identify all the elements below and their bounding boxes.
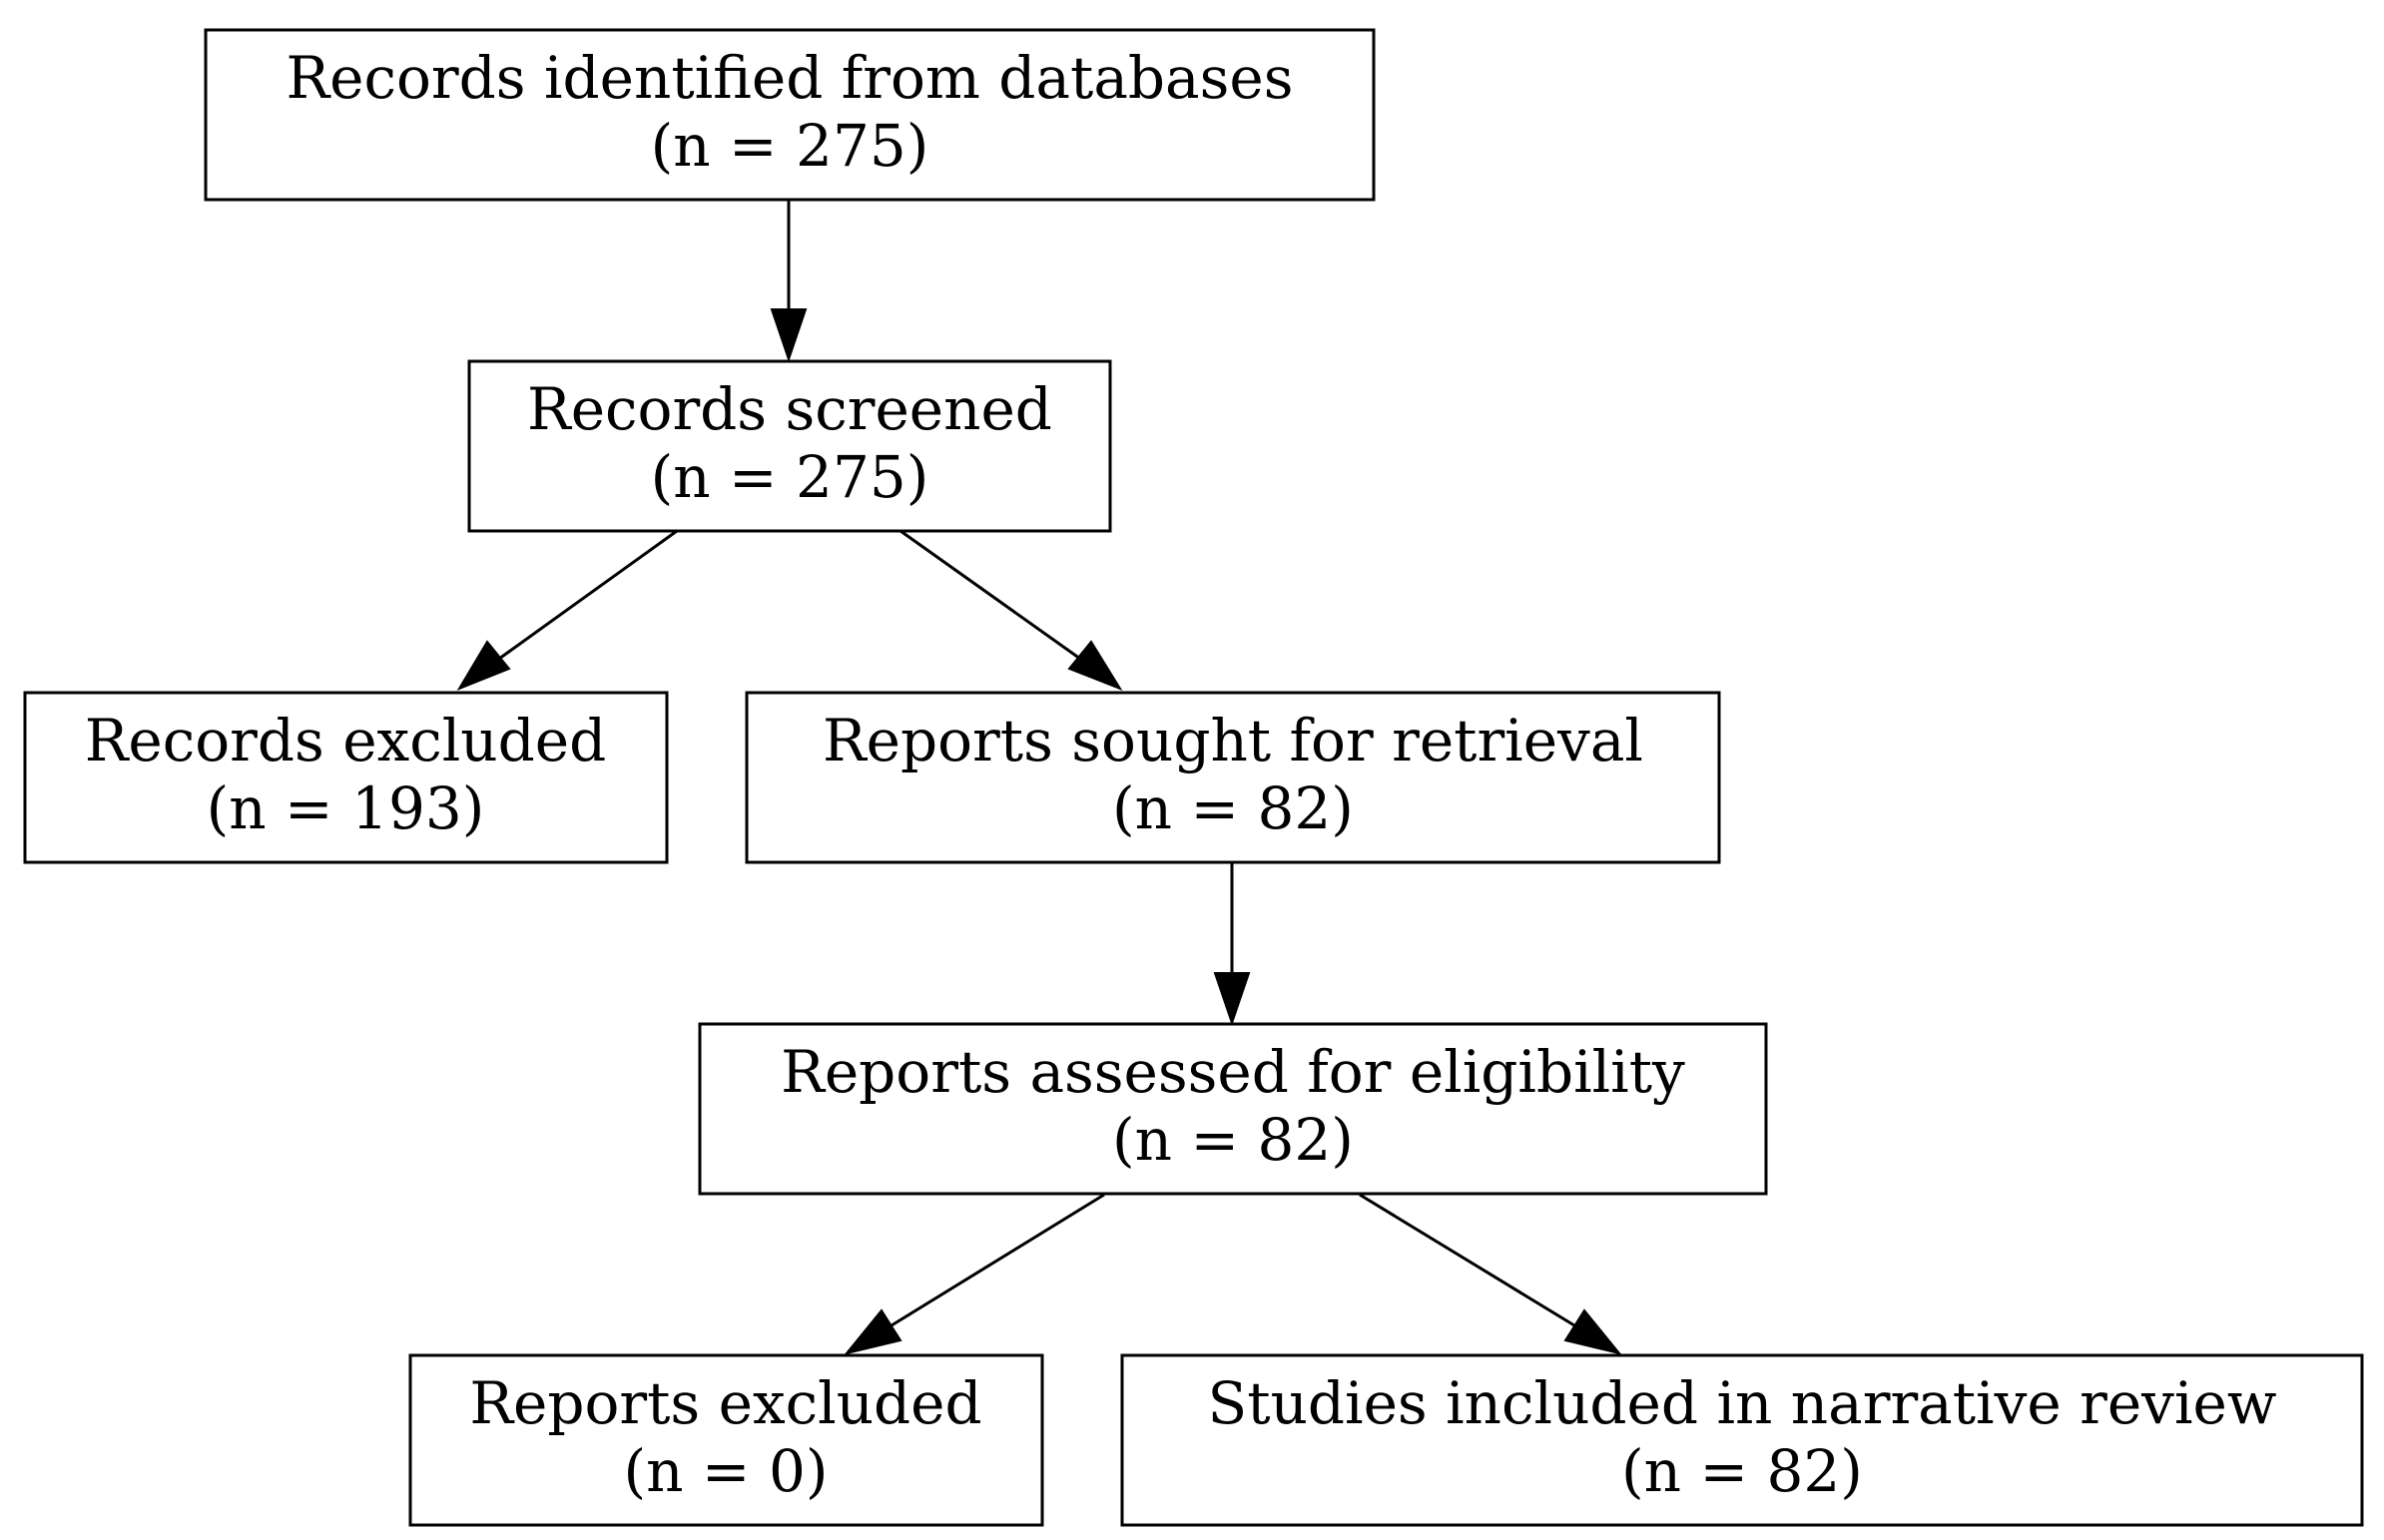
node-reports-assessed-count: (n = 82) bbox=[1112, 1106, 1354, 1174]
edge-screened-to-records-excluded bbox=[456, 529, 678, 692]
edge-screened-to-sought bbox=[899, 529, 1123, 692]
node-reports-excluded-label: Reports excluded bbox=[469, 1369, 981, 1437]
node-reports-sought: Reports sought for retrieval (n = 82) bbox=[745, 691, 1721, 864]
node-records-excluded: Records excluded (n = 193) bbox=[23, 691, 669, 864]
node-records-screened-count: (n = 275) bbox=[651, 443, 929, 511]
node-records-identified-label: Records identified from databases bbox=[287, 44, 1294, 112]
node-records-identified: Records identified from databases (n = 2… bbox=[204, 28, 1376, 202]
node-studies-included: Studies included in narrative review (n … bbox=[1120, 1353, 2364, 1527]
node-reports-assessed: Reports assessed for eligibility (n = 82… bbox=[698, 1022, 1768, 1196]
node-studies-included-label: Studies included in narrative review bbox=[1208, 1369, 2277, 1437]
edges bbox=[456, 200, 1622, 1355]
node-reports-sought-label: Reports sought for retrieval bbox=[823, 707, 1643, 774]
edge-assessed-to-reports-excluded bbox=[844, 1193, 1105, 1355]
node-records-screened-label: Records screened bbox=[527, 375, 1052, 443]
node-reports-excluded: Reports excluded (n = 0) bbox=[408, 1353, 1044, 1527]
edge-sought-to-assessed bbox=[1213, 863, 1251, 1027]
node-records-excluded-label: Records excluded bbox=[85, 707, 606, 774]
edge-assessed-to-included bbox=[1359, 1193, 1622, 1355]
node-records-excluded-count: (n = 193) bbox=[207, 774, 485, 842]
node-reports-excluded-count: (n = 0) bbox=[624, 1437, 829, 1505]
node-reports-assessed-label: Reports assessed for eligibility bbox=[781, 1038, 1685, 1106]
node-records-identified-count: (n = 275) bbox=[651, 112, 929, 180]
node-reports-sought-count: (n = 82) bbox=[1112, 774, 1354, 842]
node-studies-included-count: (n = 82) bbox=[1621, 1437, 1863, 1505]
node-records-screened: Records screened (n = 275) bbox=[467, 359, 1112, 533]
edge-identified-to-screened bbox=[770, 200, 808, 363]
